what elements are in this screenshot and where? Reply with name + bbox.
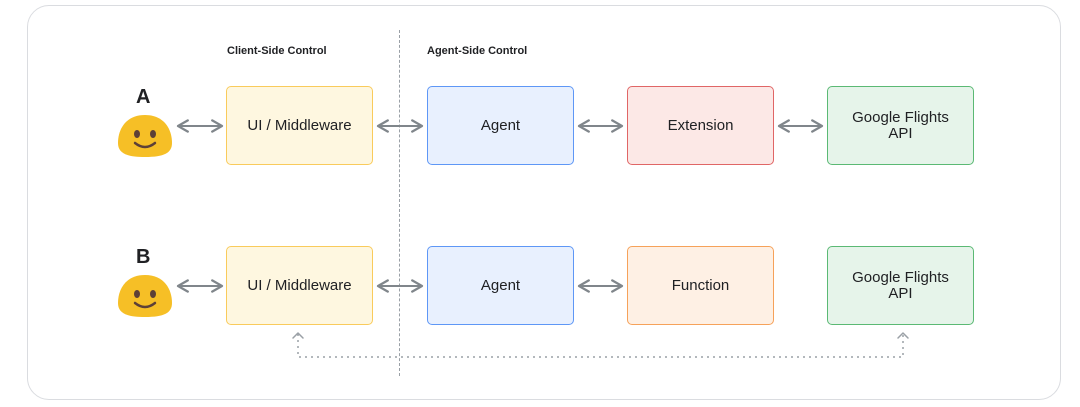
row-b-label: B <box>136 246 151 268</box>
smiley-face-icon <box>118 275 172 317</box>
row-a-agent-box: Agent <box>427 86 574 165</box>
row-a-label: A <box>136 86 151 108</box>
row-a-extension-box: Extension <box>627 86 774 165</box>
row-b-ui-middleware-box: UI / Middleware <box>226 246 373 325</box>
control-boundary-divider <box>399 30 400 376</box>
dotted-client-api-connector <box>297 334 904 358</box>
row-a-ui-middleware-box: UI / Middleware <box>226 86 373 165</box>
row-b-function-box: Function <box>627 246 774 325</box>
diagram-frame <box>27 5 1061 400</box>
chevron-up-icon <box>897 332 909 339</box>
smiley-face-icon <box>118 115 172 157</box>
row-b-google-flights-api-box: Google Flights API <box>827 246 974 325</box>
client-side-control-label: Client-Side Control <box>227 45 327 57</box>
agent-side-control-label: Agent-Side Control <box>427 45 528 57</box>
row-a-google-flights-api-box: Google Flights API <box>827 86 974 165</box>
chevron-up-icon <box>292 332 304 339</box>
row-b-agent-box: Agent <box>427 246 574 325</box>
